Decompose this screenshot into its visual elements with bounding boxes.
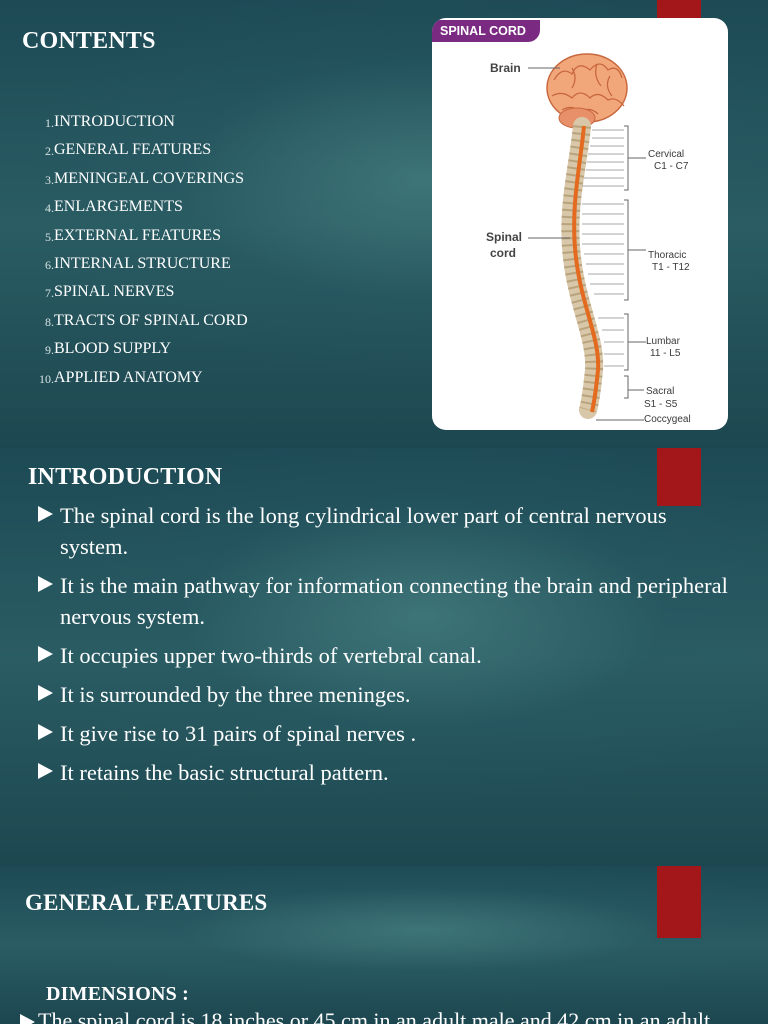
general-features-heading: GENERAL FEATURES — [25, 890, 268, 915]
list-item: 9.BLOOD SUPPLY — [45, 340, 172, 358]
figure-title: SPINAL CORD — [432, 20, 540, 42]
thoracic-range: T1 - T12 — [652, 262, 690, 273]
list-item: 10.APPLIED ANATOMY — [39, 368, 203, 386]
red-accent-bar — [657, 448, 701, 506]
list-item: It retains the basic structural pattern. — [38, 757, 738, 788]
triangle-bullet-icon — [38, 506, 53, 522]
sacral-range: S1 - S5 — [644, 399, 678, 410]
list-item: It occupies upper two-thirds of vertebra… — [38, 640, 738, 671]
cord-label: cord — [490, 246, 517, 260]
general-features-slide: GENERAL FEATURES DIMENSIONS : The spinal… — [0, 866, 768, 1024]
coccygeal-label: Coccygeal — [644, 414, 691, 425]
list-item: 3.MENINGEAL COVERINGS — [45, 169, 245, 187]
triangle-bullet-icon — [38, 685, 53, 701]
dimensions-subheading: DIMENSIONS : — [46, 983, 189, 1005]
list-item: 8.TRACTS OF SPINAL CORD — [45, 311, 248, 329]
sacral-label: Sacral — [646, 386, 675, 397]
triangle-bullet-icon — [20, 1014, 35, 1024]
triangle-bullet-icon — [38, 763, 53, 779]
cervical-label: Cervical — [648, 149, 685, 160]
introduction-bullets: The spinal cord is the long cylindrical … — [38, 500, 738, 796]
spine-illustration — [528, 53, 646, 421]
lumbar-label: Lumbar — [646, 336, 680, 347]
contents-list: 1.INTRODUCTION 2.GENERAL FEATURES 3.MENI… — [30, 112, 248, 396]
triangle-bullet-icon — [38, 724, 53, 740]
list-item: 5.EXTERNAL FEATURES — [45, 226, 221, 244]
red-accent-bar — [657, 0, 701, 20]
list-item: The spinal cord is the long cylindrical … — [38, 500, 738, 562]
lumbar-range: 11 - L5 — [650, 348, 681, 359]
introduction-slide: INTRODUCTION The spinal cord is the long… — [0, 448, 768, 866]
introduction-heading: INTRODUCTION — [28, 464, 223, 490]
triangle-bullet-icon — [38, 576, 53, 592]
list-item: 7.SPINAL NERVES — [45, 283, 175, 301]
spinal-cord-figure: SPINAL CORD — [432, 18, 728, 430]
triangle-bullet-icon — [38, 646, 53, 662]
list-item: 1.INTRODUCTION — [45, 113, 175, 130]
brain-icon — [546, 53, 628, 129]
list-item: It give rise to 31 pairs of spinal nerve… — [38, 718, 738, 749]
spinal-label: Spinal — [486, 230, 523, 244]
thoracic-label: Thoracic — [648, 250, 687, 261]
list-item: 2.GENERAL FEATURES — [45, 141, 212, 159]
contents-slide: CONTENTS 1.INTRODUCTION 2.GENERAL FEATUR… — [0, 0, 768, 448]
list-item: It is surrounded by the three meninges. — [38, 679, 738, 710]
partial-bullet-text: The spinal cord is 18 inches or 45 cm in… — [20, 1008, 710, 1024]
brain-label: Brain — [490, 61, 521, 75]
contents-heading: CONTENTS — [22, 28, 156, 54]
list-item: 6.INTERNAL STRUCTURE — [45, 254, 231, 272]
list-item: 4.ENLARGEMENTS — [45, 198, 183, 216]
list-item: It is the main pathway for information c… — [38, 570, 738, 632]
red-accent-bar — [657, 866, 701, 938]
cervical-range: C1 - C7 — [654, 161, 689, 172]
